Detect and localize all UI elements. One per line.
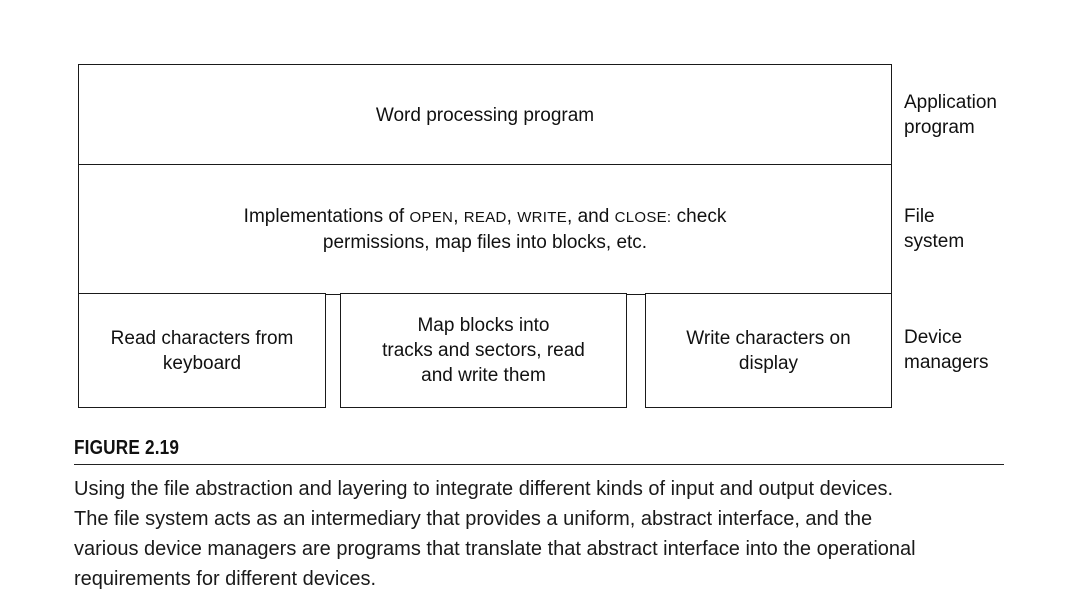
application-label-line-2: program bbox=[904, 117, 975, 138]
keyboard-manager-text: Read characters from keyboard bbox=[101, 326, 304, 376]
fs-sep-1: , bbox=[453, 206, 464, 227]
caption-line-3: various device managers are programs tha… bbox=[74, 538, 916, 560]
figure-number: FIGURE 2.19 bbox=[74, 437, 180, 459]
file-system-line-1: Implementations of OPEN, READ, WRITE, an… bbox=[244, 204, 727, 230]
caption-line-2: The file system acts as an intermediary … bbox=[74, 508, 873, 530]
device-label-line-1: Device bbox=[904, 327, 963, 348]
figure-caption: Using the file abstraction and layering … bbox=[74, 474, 1034, 594]
display-manager-text: Write characters on display bbox=[676, 326, 860, 376]
application-layer-box: Word processing program bbox=[78, 64, 892, 166]
op-close: CLOSE: bbox=[614, 209, 672, 226]
display-manager-box: Write characters on display bbox=[645, 293, 892, 408]
application-layer-text: Word processing program bbox=[375, 104, 595, 126]
file-system-label-line-1: File bbox=[904, 206, 935, 227]
keyboard-line-1: Read characters from bbox=[110, 327, 294, 349]
fs-sep-2: , bbox=[506, 206, 518, 227]
display-line-1: Write characters on bbox=[686, 327, 851, 349]
file-system-layer-box: Implementations of OPEN, READ, WRITE, an… bbox=[78, 164, 892, 295]
fs-sep-3: , and bbox=[567, 206, 615, 227]
op-read: READ bbox=[463, 209, 507, 226]
file-system-layer-text: Implementations of OPEN, READ, WRITE, an… bbox=[234, 204, 737, 255]
disk-manager-box: Map blocks into tracks and sectors, read… bbox=[340, 293, 627, 408]
device-label-line-2: managers bbox=[904, 352, 989, 373]
caption-line-4: requirements for different devices. bbox=[74, 568, 377, 590]
display-line-2: display bbox=[738, 352, 799, 374]
fs-text-prefix: Implementations of bbox=[243, 206, 410, 227]
file-system-label: File system bbox=[904, 204, 1064, 254]
disk-line-1: Map blocks into bbox=[417, 315, 550, 336]
application-label-line-1: Application bbox=[904, 92, 997, 113]
disk-manager-text: Map blocks into tracks and sectors, read… bbox=[372, 313, 595, 388]
disk-line-2: tracks and sectors, read bbox=[382, 340, 585, 361]
op-write: WRITE bbox=[517, 209, 568, 226]
file-system-line-2: permissions, map files into blocks, etc. bbox=[322, 232, 648, 253]
fs-text-suffix: check bbox=[671, 206, 727, 227]
disk-line-3: and write them bbox=[421, 365, 546, 386]
caption-divider bbox=[74, 464, 1004, 465]
op-open: OPEN bbox=[409, 209, 454, 226]
application-program-label: Application program bbox=[904, 90, 1064, 140]
caption-line-1: Using the file abstraction and layering … bbox=[74, 478, 894, 500]
keyboard-manager-box: Read characters from keyboard bbox=[78, 293, 326, 408]
file-system-label-line-2: system bbox=[904, 231, 965, 252]
keyboard-line-2: keyboard bbox=[162, 352, 242, 374]
device-managers-label: Device managers bbox=[904, 325, 1064, 375]
